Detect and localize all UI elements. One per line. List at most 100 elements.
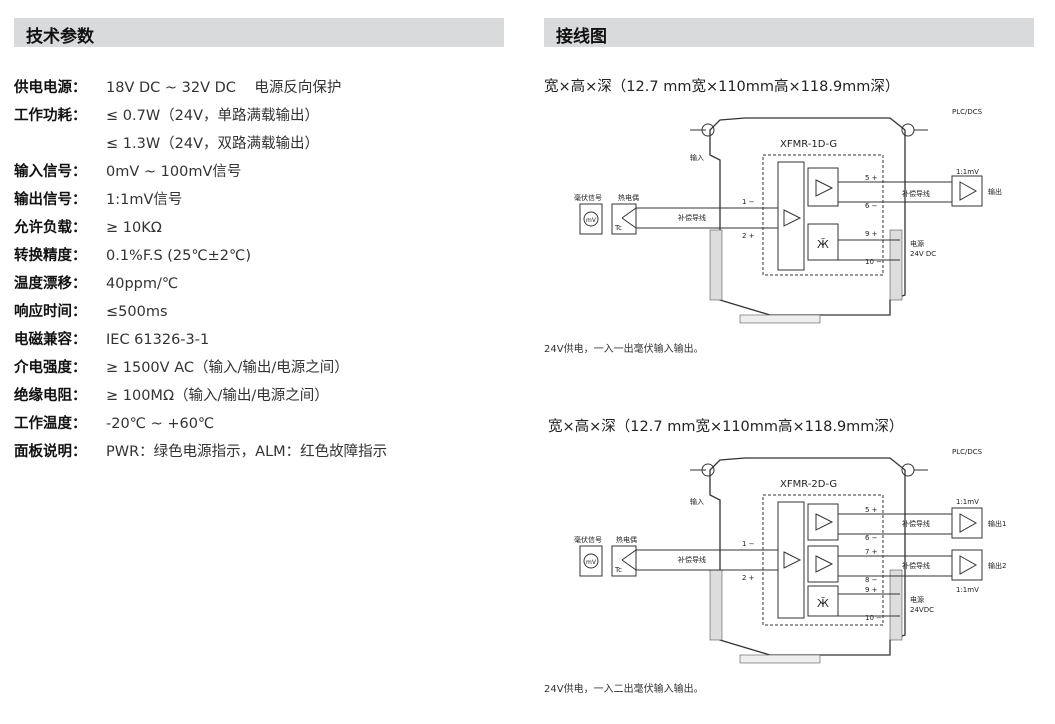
spec-value: ≥ 1500V AC（输入/输出/电源之间） xyxy=(106,360,349,376)
out-block xyxy=(807,167,839,207)
spec-label: 介电强度： xyxy=(14,360,87,376)
spec-label: 输出信号： xyxy=(14,192,87,208)
plc-label: PLC/DCS xyxy=(952,448,983,456)
spec-row: 面板说明：PWR：绿色电源指示，ALM：红色故障指示 xyxy=(14,440,387,461)
svg-text:10 −: 10 − xyxy=(865,258,882,266)
mv-source-icon xyxy=(583,211,599,227)
terminal-strip-right xyxy=(889,229,903,301)
svg-text:7 +: 7 + xyxy=(865,548,878,556)
mv-source-box xyxy=(579,545,603,577)
spec-value: ≤500ms xyxy=(106,304,168,320)
power-label: 电源 xyxy=(910,595,924,604)
spec-label: 供电电源： xyxy=(14,80,87,96)
spec-row: 工作温度： -20℃ ~ +60℃ xyxy=(14,412,214,433)
svg-text:5 +: 5 + xyxy=(865,506,878,514)
spec-value: ≥ 10KΩ xyxy=(106,220,162,236)
transformer-glyph: Ӂ xyxy=(817,238,829,251)
spec-value: 0.1%F.S (25℃±2℃) xyxy=(106,248,251,264)
spec-row: 介电强度： ≥ 1500V AC（输入/输出/电源之间） xyxy=(14,356,349,377)
spec-label: 温度漂移： xyxy=(14,276,87,292)
svg-text:8 −: 8 − xyxy=(865,576,878,584)
spec-label: 输入信号： xyxy=(14,164,87,180)
diagram-caption: 24V供电，一入二出毫伏输入输出。 xyxy=(544,684,704,695)
output-label: 输出 xyxy=(988,187,1002,196)
out-block-1 xyxy=(807,503,839,541)
svg-text:mV: mV xyxy=(586,559,597,566)
tc-label: 热电偶 xyxy=(616,535,637,544)
amp-block xyxy=(777,161,805,271)
comp-wire-label: 补偿导线 xyxy=(678,555,706,564)
terminal-strip-right xyxy=(889,569,903,641)
plc-label: PLC/DCS xyxy=(952,108,983,116)
comp-wire-label: 补偿导线 xyxy=(902,519,930,528)
inner-frame xyxy=(762,494,884,626)
ratio-label: 1:1mV xyxy=(956,586,979,594)
spec-row: 温度漂移：40ppm/℃ xyxy=(14,272,178,293)
spec-value: ≤ 1.3W（24V，双路满载输出） xyxy=(106,136,320,152)
spec-value: -20℃ ~ +60℃ xyxy=(106,416,215,432)
out-block-2 xyxy=(807,545,839,583)
spec-label: 绝缘电阻： xyxy=(14,388,87,404)
spec-row: 响应时间：≤500ms xyxy=(14,300,168,321)
svg-text:1 −: 1 − xyxy=(742,198,755,206)
output1-label: 输出1 xyxy=(988,519,1006,528)
terminal-strip-left xyxy=(709,229,723,301)
out-triangle xyxy=(815,555,834,573)
mv-source-icon xyxy=(583,553,599,569)
spec-label: 电磁兼容： xyxy=(14,332,87,348)
spec-label: 工作温度： xyxy=(14,416,87,432)
transformer-glyph: Ӂ xyxy=(817,597,829,610)
output1-box xyxy=(951,507,983,539)
mv-source-box xyxy=(579,203,603,235)
spec-row: 允许负载：≥ 10KΩ xyxy=(14,216,162,237)
spec-value: ≥ 100MΩ（输入/输出/电源之间） xyxy=(106,388,329,404)
svg-text:mV: mV xyxy=(586,217,597,224)
mv-source-label: 毫伏信号 xyxy=(574,535,602,544)
output2-box xyxy=(951,549,983,581)
svg-text:6 −: 6 − xyxy=(865,534,878,542)
spec-value: 0mV ~ 100mV信号 xyxy=(106,164,242,180)
wiring-diagram-2: Ӂ XFMR-2D-G PLC/DCS 输入 毫伏信号 热电偶 mV Tc 补偿… xyxy=(574,448,1006,664)
mv-source-label: 毫伏信号 xyxy=(574,193,602,202)
spec-row: ≤ 1.3W（24V，双路满载输出） xyxy=(14,132,319,153)
spec-value: 1:1mV信号 xyxy=(106,192,183,208)
output-box xyxy=(951,175,983,207)
svg-text:2 +: 2 + xyxy=(742,232,755,240)
svg-text:6 −: 6 − xyxy=(865,202,878,210)
svg-text:9 +: 9 + xyxy=(865,586,878,594)
model-label: XFMR-1D-G xyxy=(780,139,837,150)
ratio-label: 1:1mV xyxy=(956,168,979,176)
spec-label: 工作功耗： xyxy=(14,108,87,124)
dimensions-text: 宽×高×深（12.7 mm宽×110mm高×118.9mm深） xyxy=(548,419,904,435)
spec-row: 输入信号： 0mV ~ 100mV信号 xyxy=(14,160,241,181)
power-value: 24V DC xyxy=(910,250,936,258)
spec-label: 转换精度： xyxy=(14,248,87,264)
power-label: 电源 xyxy=(910,239,924,248)
power-block xyxy=(807,223,839,261)
wiring-header: 接线图 xyxy=(544,18,1034,47)
input-label: 输入 xyxy=(690,497,704,506)
inner-frame xyxy=(762,154,884,276)
tc-label: 热电偶 xyxy=(618,193,639,202)
comp-wire-label: 补偿导线 xyxy=(902,561,930,570)
wiring-title: 接线图 xyxy=(556,27,607,47)
input-label: 输入 xyxy=(690,153,704,162)
diagram-caption: 24V供电，一入一出毫伏输入输出。 xyxy=(544,344,704,355)
out-triangle xyxy=(815,179,834,197)
amp-triangle xyxy=(783,209,802,227)
spec-header: 技术参数 xyxy=(14,18,504,47)
tc-symbol: Tc xyxy=(614,566,622,574)
svg-text:1 −: 1 − xyxy=(742,540,755,548)
svg-text:5 +: 5 + xyxy=(865,174,878,182)
output2-label: 输出2 xyxy=(988,561,1006,570)
spec-row: 输出信号： 1:1mV信号 xyxy=(14,188,182,209)
spec-row: 电磁兼容：IEC 61326-3-1 xyxy=(14,328,209,349)
terminal-strip-left xyxy=(709,569,723,641)
spec-row: 绝缘电阻： ≥ 100MΩ（输入/输出/电源之间） xyxy=(14,384,329,405)
wiring-diagram-1: Ӂ XFMR-1D-G PLC/DCS 输入 毫伏信号 热电偶 mV Tc 补偿… xyxy=(574,108,1002,324)
ratio-label: 1:1mV xyxy=(956,498,979,506)
svg-text:2 +: 2 + xyxy=(742,574,755,582)
spec-label: 面板说明： xyxy=(14,444,87,460)
svg-text:10 −: 10 − xyxy=(865,614,882,622)
module-housing xyxy=(709,117,906,316)
